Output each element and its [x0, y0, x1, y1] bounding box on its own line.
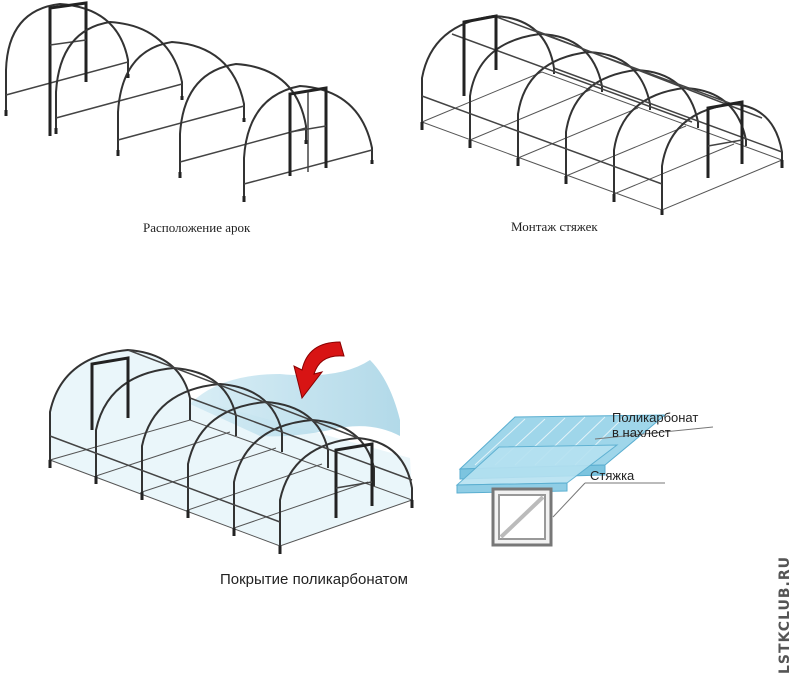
cross-section-detail: [455, 414, 714, 547]
caption-arches: Расположение арок: [143, 220, 251, 235]
tie-profile: [491, 487, 553, 547]
label-polycarbonate-line2: в нахлест: [612, 425, 671, 440]
watermark: LSTKCLUB.RU: [777, 556, 793, 674]
door-back: [288, 86, 328, 176]
leader-tie: [552, 482, 586, 518]
arches-placement-diagram: [4, 1, 374, 202]
red-curved-arrow: [293, 341, 345, 400]
ties-installation-diagram: [420, 14, 784, 215]
arch-4: [178, 62, 308, 178]
polycarbonate-covering-diagram: [48, 341, 414, 554]
polycarbonate-cover: [50, 350, 412, 546]
label-polycarbonate: Поликарбонат в нахлест: [612, 410, 698, 440]
label-polycarbonate-line1: Поликарбонат: [612, 410, 699, 425]
label-tie: Стяжка: [590, 468, 635, 483]
caption-covering: Покрытие поликарбонатом: [220, 571, 408, 588]
greenhouse-frame-ties: [420, 14, 784, 215]
door-front: [48, 1, 88, 136]
greenhouse-frame-cover: [48, 348, 414, 554]
leader-polycarbonate: [594, 426, 714, 440]
arch-1: [4, 2, 130, 116]
caption-ties: Монтаж стяжек: [511, 219, 598, 234]
